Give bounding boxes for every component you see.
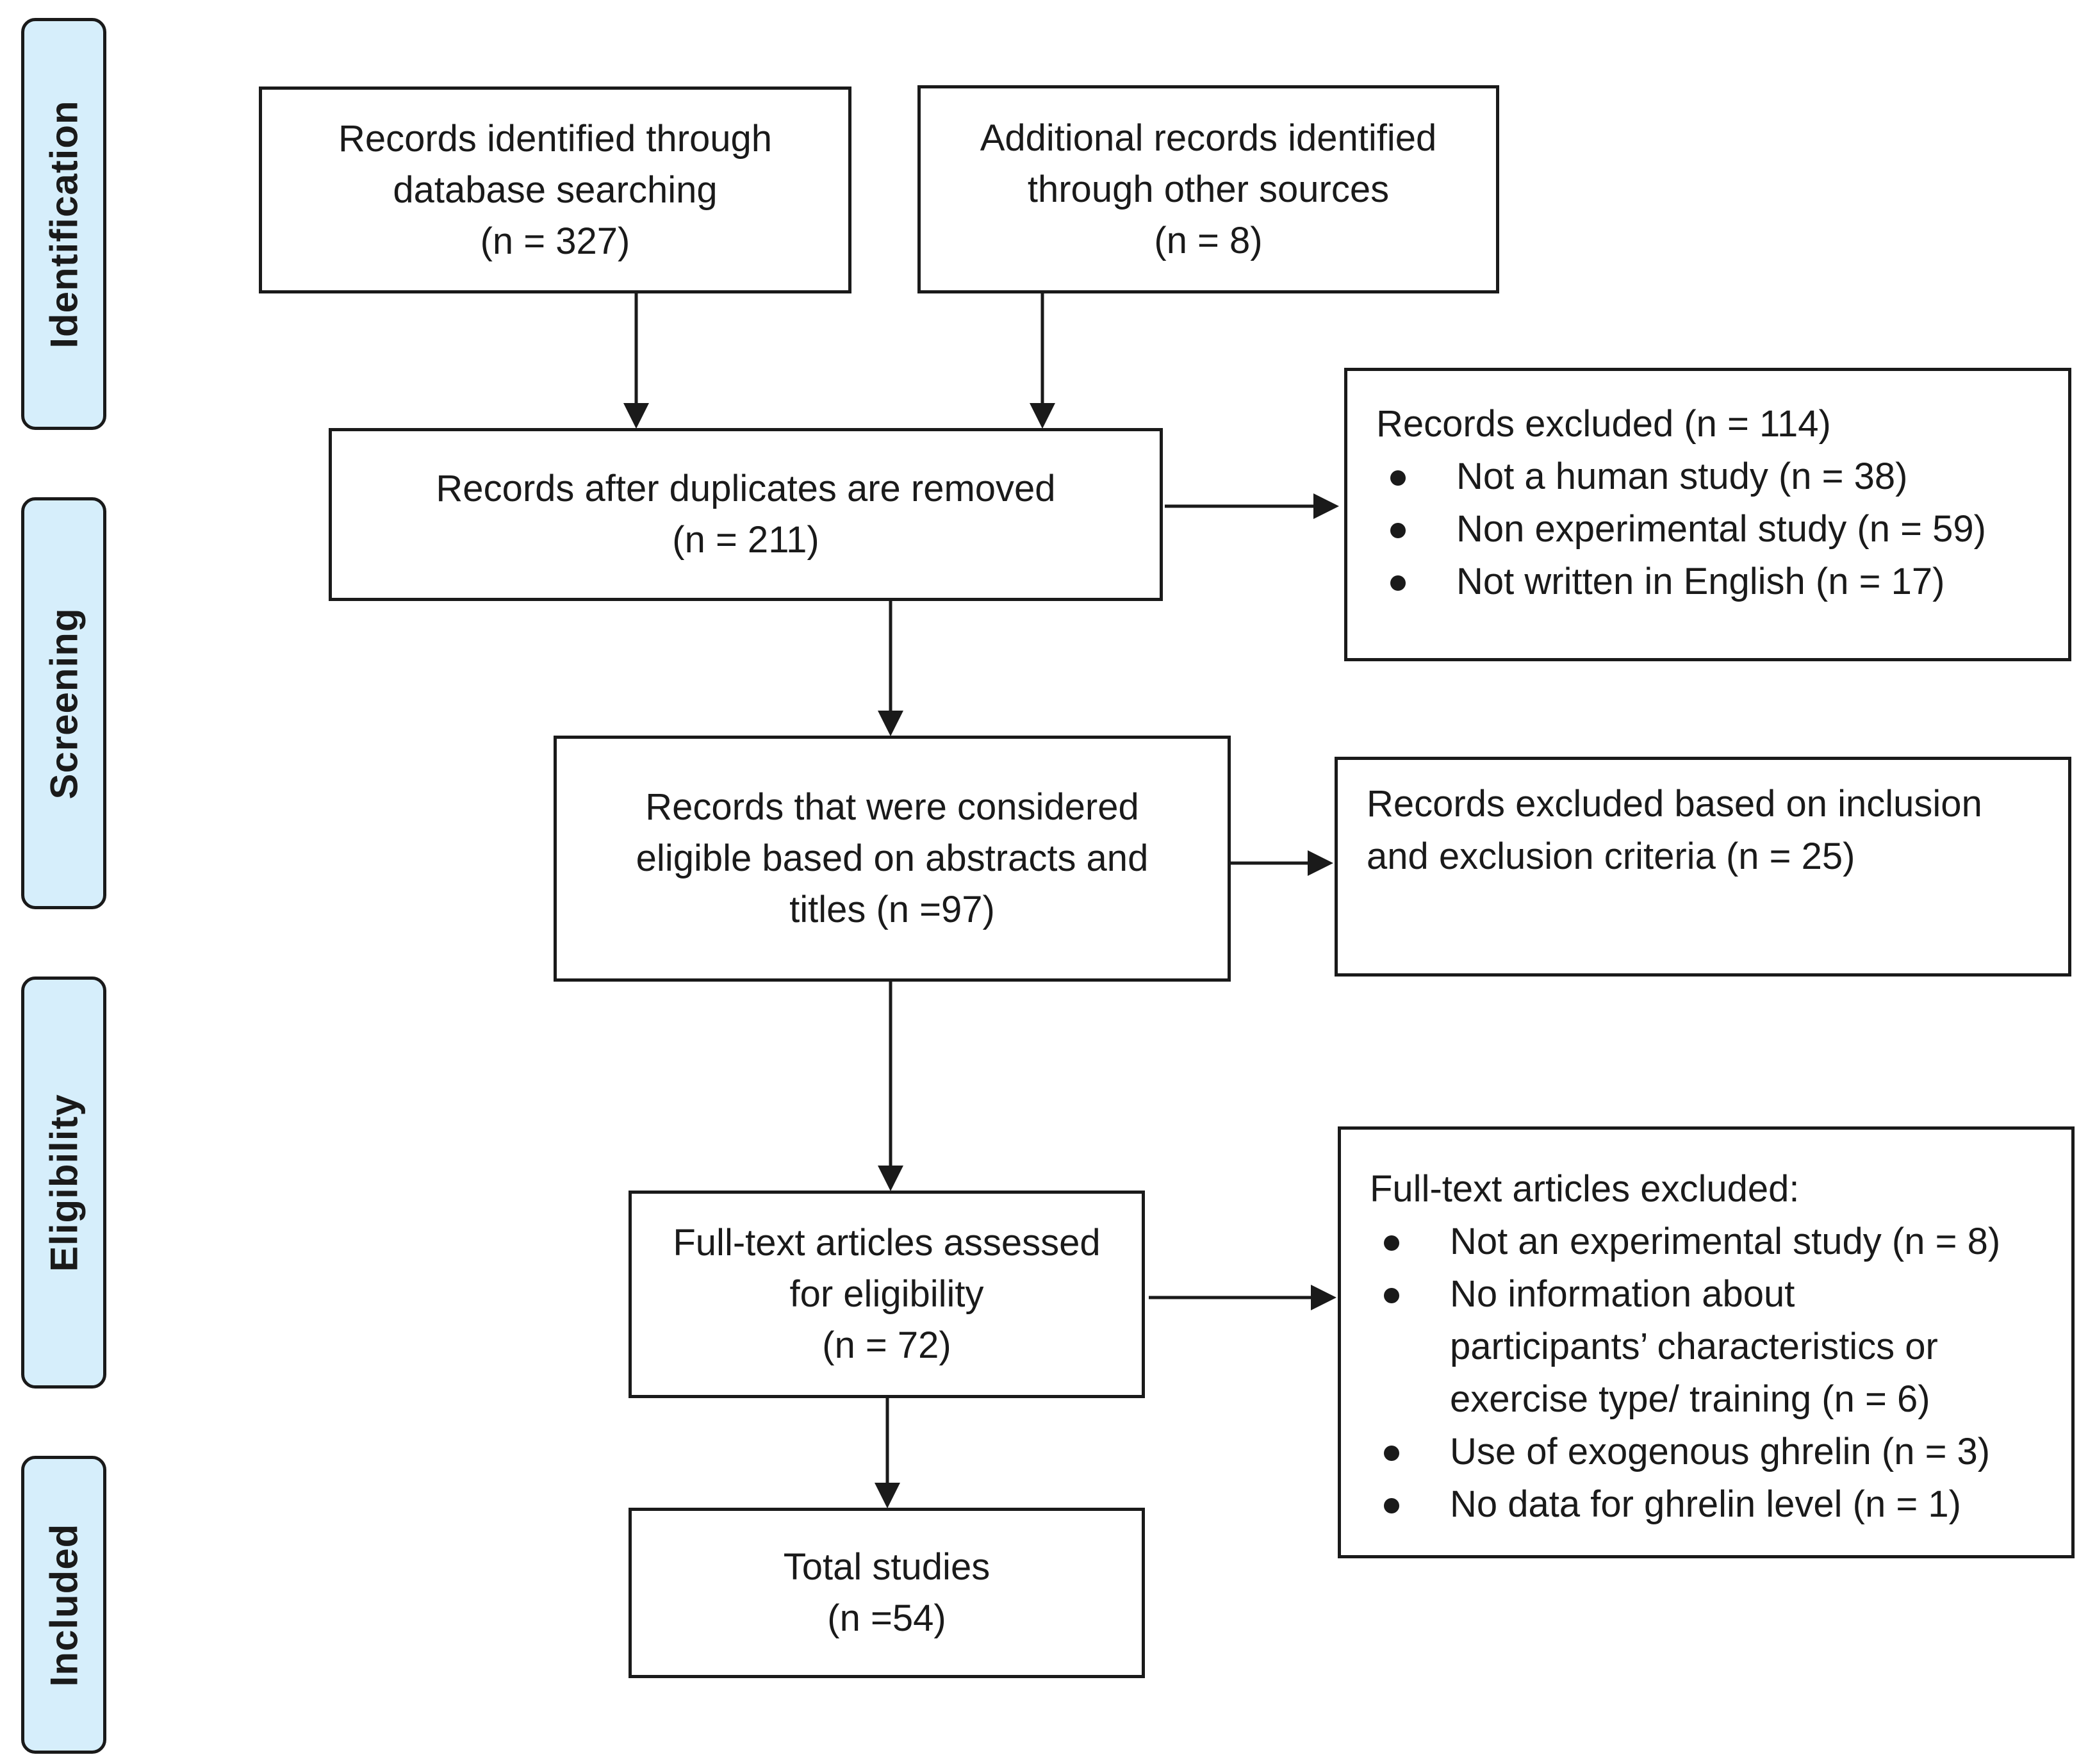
bullet-icon bbox=[1390, 575, 1406, 591]
fulltext-assessed-line-2: for eligibility bbox=[789, 1273, 984, 1315]
list-item: Not a human study (n = 38) bbox=[1376, 450, 2068, 503]
phase-screening: Screening bbox=[21, 497, 106, 909]
excluded-criteria-line-1: Records excluded based on inclusion bbox=[1367, 783, 1982, 825]
phase-eligibility-label: Eligibility bbox=[42, 1093, 85, 1272]
bullet-icon bbox=[1384, 1498, 1399, 1513]
total-studies-line-1: Total studies bbox=[783, 1546, 991, 1588]
other-sources-count: (n = 8) bbox=[1154, 219, 1263, 261]
database-search-line-1: Records identified through bbox=[338, 117, 773, 160]
list-item: No data for ghrelin level (n = 1) bbox=[1370, 1478, 2071, 1531]
phase-identification-label: Identification bbox=[42, 99, 85, 349]
other-sources-line-2: through other sources bbox=[1027, 168, 1390, 210]
fulltext-excluded-box: Full-text articles excluded: Not an expe… bbox=[1338, 1126, 2075, 1558]
eligible-abstracts-line-3: titles (n =97) bbox=[789, 889, 995, 930]
eligible-abstracts-line-2: eligible based on abstracts and bbox=[636, 837, 1149, 879]
excluded-records-box: Records excluded (n = 114) Not a human s… bbox=[1344, 368, 2071, 661]
phase-identification: Identification bbox=[21, 18, 106, 430]
after-duplicates-line-1: Records after duplicates are removed bbox=[436, 468, 1056, 509]
bullet-icon bbox=[1390, 523, 1406, 538]
total-studies-count: (n =54) bbox=[827, 1597, 946, 1639]
list-item: Use of exogenous ghrelin (n = 3) bbox=[1370, 1426, 2071, 1478]
excluded-criteria-line-2: and exclusion criteria (n = 25) bbox=[1367, 836, 1855, 877]
fulltext-excluded-list: Not an experimental study (n = 8) No inf… bbox=[1370, 1216, 2071, 1531]
bullet-icon bbox=[1384, 1288, 1399, 1303]
fulltext-assessed-line-1: Full-text articles assessed bbox=[673, 1222, 1101, 1264]
bullet-icon bbox=[1390, 470, 1406, 486]
list-item: Not an experimental study (n = 8) bbox=[1370, 1216, 2071, 1268]
bullet-icon bbox=[1384, 1446, 1399, 1461]
eligible-abstracts-line-1: Records that were considered bbox=[645, 786, 1139, 828]
excluded-records-heading: Records excluded (n = 114) bbox=[1376, 403, 1831, 445]
after-duplicates-count: (n = 211) bbox=[672, 519, 819, 561]
after-duplicates-box: Records after duplicates are removed (n … bbox=[329, 428, 1163, 601]
other-sources-box: Additional records identified through ot… bbox=[917, 85, 1499, 293]
phase-eligibility: Eligibility bbox=[21, 977, 106, 1389]
fulltext-excluded-heading: Full-text articles excluded: bbox=[1370, 1168, 1800, 1210]
phase-included-label: Included bbox=[42, 1523, 85, 1686]
excluded-records-list: Not a human study (n = 38) Non experimen… bbox=[1376, 450, 2068, 608]
database-search-count: (n = 327) bbox=[480, 220, 630, 262]
list-item: Not written in English (n = 17) bbox=[1376, 556, 2068, 608]
database-search-box: Records identified through database sear… bbox=[259, 87, 851, 293]
other-sources-line-1: Additional records identified bbox=[980, 117, 1437, 159]
total-studies-box: Total studies (n =54) bbox=[629, 1508, 1145, 1678]
phase-screening-label: Screening bbox=[42, 607, 85, 800]
excluded-criteria-box: Records excluded based on inclusion and … bbox=[1335, 757, 2071, 977]
database-search-line-2: database searching bbox=[393, 169, 718, 211]
fulltext-assessed-count: (n = 72) bbox=[822, 1324, 951, 1366]
bullet-icon bbox=[1384, 1235, 1399, 1251]
list-item: Non experimental study (n = 59) bbox=[1376, 503, 2068, 556]
phase-included: Included bbox=[21, 1456, 106, 1754]
fulltext-assessed-box: Full-text articles assessed for eligibil… bbox=[629, 1191, 1145, 1398]
eligible-abstracts-box: Records that were considered eligible ba… bbox=[554, 736, 1231, 982]
